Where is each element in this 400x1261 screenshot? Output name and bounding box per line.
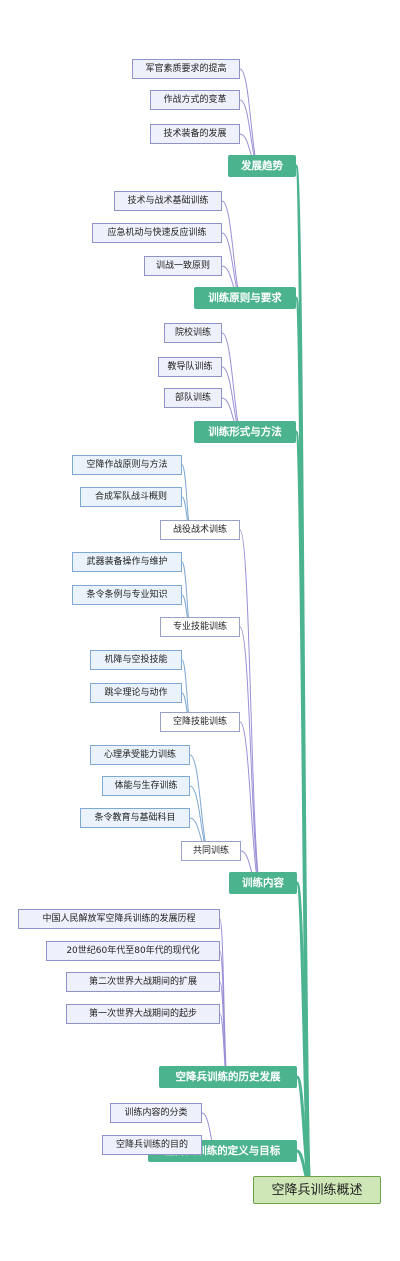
leaf-node[interactable]: 心理承受能力训练 (90, 745, 190, 765)
leaf-node[interactable]: 训练内容的分类 (110, 1103, 202, 1123)
branch-5[interactable]: 空降兵训练的历史发展 (159, 1066, 297, 1088)
leaf-node[interactable]: 20世纪60年代至80年代的现代化 (46, 941, 220, 961)
leaf-node[interactable]: 中国人民解放军空降兵训练的发展历程 (18, 909, 220, 929)
leaf-node[interactable]: 部队训练 (164, 388, 222, 408)
branch-3[interactable]: 训练形式与方法 (194, 421, 296, 443)
leaf-node[interactable]: 技术与战术基础训练 (114, 191, 222, 211)
leaf-node[interactable]: 条令教育与基础科目 (80, 808, 190, 828)
leaf-node[interactable]: 技术装备的发展 (150, 124, 240, 144)
leaf-node[interactable]: 第二次世界大战期间的扩展 (66, 972, 220, 992)
leaf-node[interactable]: 武器装备操作与维护 (72, 552, 182, 572)
subtopic-node[interactable]: 专业技能训练 (160, 617, 240, 637)
branch-4[interactable]: 训练内容 (229, 872, 297, 894)
branch-connector (295, 881, 313, 1186)
branch-1[interactable]: 发展趋势 (228, 155, 296, 177)
leaf-node[interactable]: 院校训练 (164, 323, 222, 343)
subtopic-node[interactable]: 共同训练 (181, 841, 241, 861)
leaf-node[interactable]: 跳伞理论与动作 (90, 683, 182, 703)
leaf-node[interactable]: 训战一致原则 (144, 256, 222, 276)
leaf-node[interactable]: 空降作战原则与方法 (72, 455, 182, 475)
leaf-node[interactable]: 体能与生存训练 (102, 776, 190, 796)
root-node[interactable]: 空降兵训练概述 (253, 1176, 381, 1204)
leaf-node[interactable]: 第一次世界大战期间的起步 (66, 1004, 220, 1024)
subtopic-node[interactable]: 战役战术训练 (160, 520, 240, 540)
leaf-node[interactable]: 条令条例与专业知识 (72, 585, 182, 605)
leaf-node[interactable]: 作战方式的变革 (150, 90, 240, 110)
subtopic-connector (239, 529, 263, 893)
branch-2[interactable]: 训练原则与要求 (194, 287, 296, 309)
leaf-node[interactable]: 空降兵训练的目的 (102, 1135, 202, 1155)
leaf-node[interactable]: 军官素质要求的提高 (132, 59, 240, 79)
subtopic-connector (239, 721, 263, 893)
leaf-node[interactable]: 合成军队战斗概则 (80, 487, 182, 507)
leaf-node[interactable]: 机降与空投技能 (90, 650, 182, 670)
leaf-node[interactable]: 应急机动与快速反应训练 (92, 223, 222, 243)
subtopic-node[interactable]: 空降技能训练 (160, 712, 240, 732)
leaf-node[interactable]: 教导队训练 (158, 357, 222, 377)
